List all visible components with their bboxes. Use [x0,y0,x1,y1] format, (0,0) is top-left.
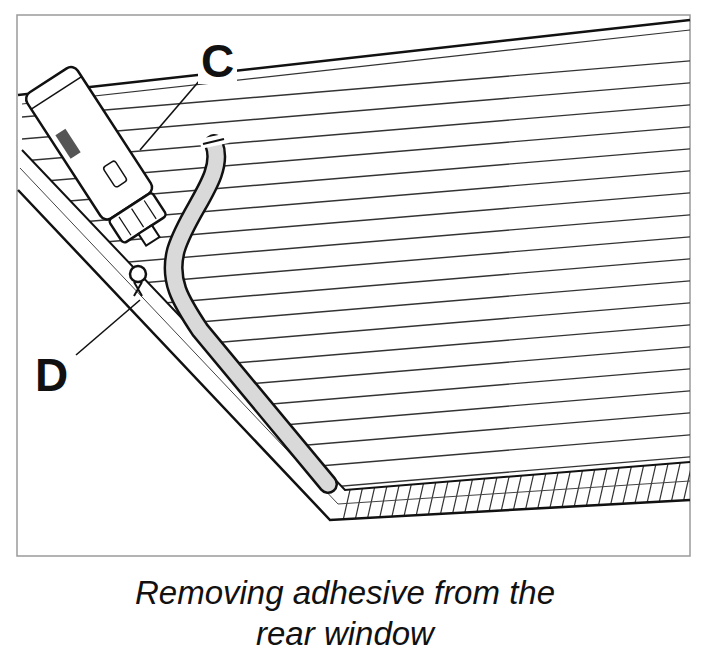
heater-line [10,412,700,470]
hatch-line [390,455,406,525]
heater-line [10,324,700,382]
hatch-line [618,455,634,525]
hatch-line [570,455,586,525]
heater-line [10,60,700,118]
hatch-line [690,455,706,525]
hatch-line [462,455,478,525]
callout-letter: C [198,38,237,84]
leader-line [140,80,200,150]
removal-tool [23,64,178,258]
frame [17,15,690,556]
heater-line [10,434,700,492]
hatch-line [378,455,394,525]
strip-end [203,139,224,144]
hatch-line [498,455,514,525]
strip-end-mask [199,133,228,149]
hatch-line [678,455,694,525]
heater-line [10,280,700,338]
removal-wheel [130,266,146,282]
hatch-line [606,455,622,525]
heater-line [10,236,700,294]
leader-line [76,300,140,355]
window-top-edge [18,20,690,95]
heater-line [10,368,700,426]
hatch-line [366,455,382,525]
hatch-line [594,455,610,525]
hatch-line [666,455,682,525]
caption: Removing adhesive from the rear window [120,572,570,654]
heater-lines [10,60,700,558]
wheel-holder [134,282,142,296]
hatch-line [474,455,490,525]
hatch-line [510,455,526,525]
heater-line [10,500,700,558]
glass-edge-inner [20,168,690,504]
window-top-inner [22,30,690,104]
hatch-line [582,455,598,525]
adhesive-strip [173,144,328,484]
adhesive-strip-outline [173,144,328,484]
heater-line [10,390,700,448]
callout-letter: D [32,352,71,398]
hatch-line [450,455,466,525]
heater-line [10,302,700,360]
hatch-line [486,455,502,525]
heater-line [10,346,700,404]
hatch-line [558,455,574,525]
hatch-line [522,455,538,525]
